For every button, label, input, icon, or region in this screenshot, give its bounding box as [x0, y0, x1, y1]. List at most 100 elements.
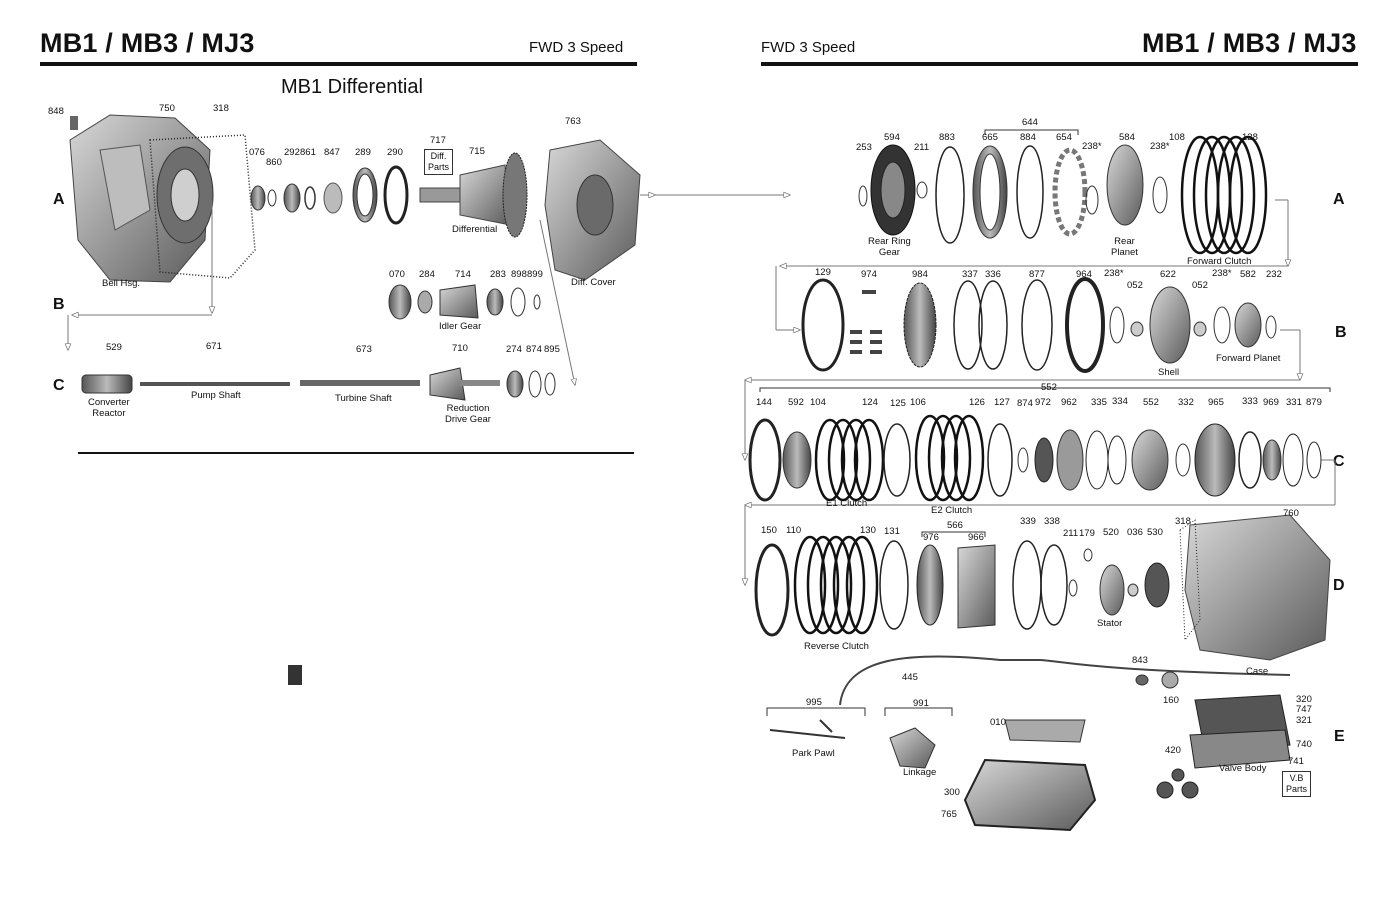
row-a-left-small-parts — [250, 165, 409, 225]
diff-cover-label: Diff. Cover — [571, 277, 616, 288]
diff-parts-box: Diff. Parts — [424, 149, 454, 175]
part-num-710: 710 — [452, 343, 468, 354]
part-num-334: 334 — [1112, 396, 1128, 407]
part-num-336: 336 — [985, 269, 1001, 280]
converter-line2: Reactor — [92, 408, 126, 419]
part-num-765: 765 — [941, 809, 957, 820]
forward-planet-label: Forward Planet — [1216, 353, 1281, 364]
left-row-letter-b: B — [53, 296, 65, 313]
part-num-673: 673 — [356, 344, 372, 355]
part-num-106: 106 — [910, 397, 926, 408]
part-num-070: 070 — [389, 269, 405, 280]
differential-drawing — [419, 152, 528, 238]
part-num-130: 130 — [860, 525, 876, 536]
right-row-a-drawings — [858, 144, 1168, 244]
shell-label: Shell — [1158, 367, 1180, 378]
part-num-445: 445 — [902, 672, 918, 683]
part-num-036: 036 — [1127, 527, 1143, 538]
right-page-title: MB1 / MB3 / MJ3 — [1142, 28, 1357, 58]
part-num-843: 843 — [1132, 655, 1148, 666]
part-num-848: 848 — [48, 106, 64, 117]
part-num-715: 715 — [469, 146, 485, 157]
part-num-584: 584 — [1119, 132, 1135, 143]
rear-planet-label: Rear Planet — [1111, 236, 1138, 258]
turbine-shaft-label: Turbine Shaft — [335, 393, 392, 404]
right-row-e-drawings — [288, 655, 1291, 832]
right-header-rule — [761, 62, 1358, 66]
rear-ring-line2: Gear — [878, 247, 900, 258]
rear-planet-line1: Rear — [1114, 236, 1135, 247]
forward-clutch-label: Forward Clutch — [1187, 256, 1252, 267]
vb-parts-box: V.B Parts — [1282, 771, 1312, 797]
part-num-974: 974 — [861, 269, 877, 280]
part-num-671: 671 — [206, 341, 222, 352]
part-num-861: 861 — [300, 147, 316, 158]
part-num-104: 104 — [810, 397, 826, 408]
part-num-760: 760 — [1283, 508, 1299, 519]
part-num-898: 898 — [511, 269, 527, 280]
part-num-895: 895 — [544, 344, 560, 355]
right-row-letter-a: A — [1333, 191, 1345, 208]
part-num-337: 337 — [962, 269, 978, 280]
part-num-131: 131 — [884, 526, 900, 537]
part-num-592: 592 — [788, 397, 804, 408]
case-label: Case — [1246, 666, 1269, 677]
part-num-847: 847 — [324, 147, 340, 158]
part-num-984: 984 — [912, 269, 928, 280]
bell-hsg-label: Bell Hsg. — [102, 278, 141, 289]
part-num-129: 129 — [815, 267, 831, 278]
part-num-874-c: 874 — [1017, 398, 1033, 409]
part-num-332: 332 — [1178, 397, 1194, 408]
case-drawing — [1179, 514, 1331, 661]
part-num-566: 566 — [947, 520, 963, 531]
left-page-subtitle: FWD 3 Speed — [529, 39, 624, 56]
part-num-860: 860 — [266, 157, 282, 168]
part-num-991: 991 — [913, 698, 929, 709]
reduction-line1: Reduction — [446, 403, 490, 414]
part-num-883: 883 — [939, 132, 955, 143]
left-row-letter-c: C — [53, 377, 65, 394]
reduction-line2: Drive Gear — [445, 414, 491, 425]
part-num-211-d: 211 — [1063, 528, 1079, 539]
part-num-284: 284 — [419, 269, 435, 280]
left-row-letter-a: A — [53, 191, 65, 208]
part-num-520: 520 — [1103, 527, 1119, 538]
part-num-594: 594 — [884, 132, 900, 143]
left-header-rule — [40, 62, 637, 66]
park-pawl-label: Park Pawl — [792, 748, 835, 759]
part-num-253: 253 — [856, 142, 872, 153]
part-num-010: 010 — [990, 717, 1006, 728]
part-num-127: 127 — [994, 397, 1010, 408]
part-num-125: 125 — [890, 398, 906, 409]
differential-label: Differential — [452, 224, 498, 235]
part-num-747: 747 — [1296, 704, 1312, 715]
part-num-530: 530 — [1147, 527, 1163, 538]
vb-parts-line2: Parts — [1286, 784, 1308, 794]
part-num-884: 884 — [1020, 132, 1036, 143]
part-num-529: 529 — [106, 342, 122, 353]
part-num-124: 124 — [862, 397, 878, 408]
part-num-076: 076 — [249, 147, 265, 158]
part-num-552-bracket: 552 — [1041, 382, 1057, 393]
bracket-lines — [759, 129, 1331, 716]
part-num-644: 644 — [1022, 117, 1038, 128]
part-num-763: 763 — [565, 116, 581, 127]
part-num-333: 333 — [1242, 396, 1258, 407]
right-row-letter-c: C — [1333, 453, 1345, 470]
part-num-232: 232 — [1266, 269, 1282, 280]
rear-ring-line1: Rear Ring — [868, 236, 911, 247]
part-num-290: 290 — [387, 147, 403, 158]
linkage-label: Linkage — [903, 767, 937, 778]
right-flow-lines — [745, 199, 1336, 585]
part-848-plug — [70, 116, 78, 130]
part-num-160: 160 — [1163, 695, 1179, 706]
left-flow-lines — [68, 195, 790, 385]
bell-housing-drawing — [69, 114, 214, 283]
part-num-654: 654 — [1056, 132, 1072, 143]
part-num-714: 714 — [455, 269, 471, 280]
part-num-144: 144 — [756, 397, 772, 408]
row-c-left-drawings — [81, 367, 556, 401]
part-num-879: 879 — [1306, 397, 1322, 408]
part-num-877: 877 — [1029, 269, 1045, 280]
converter-reactor-label: Converter Reactor — [88, 397, 130, 419]
